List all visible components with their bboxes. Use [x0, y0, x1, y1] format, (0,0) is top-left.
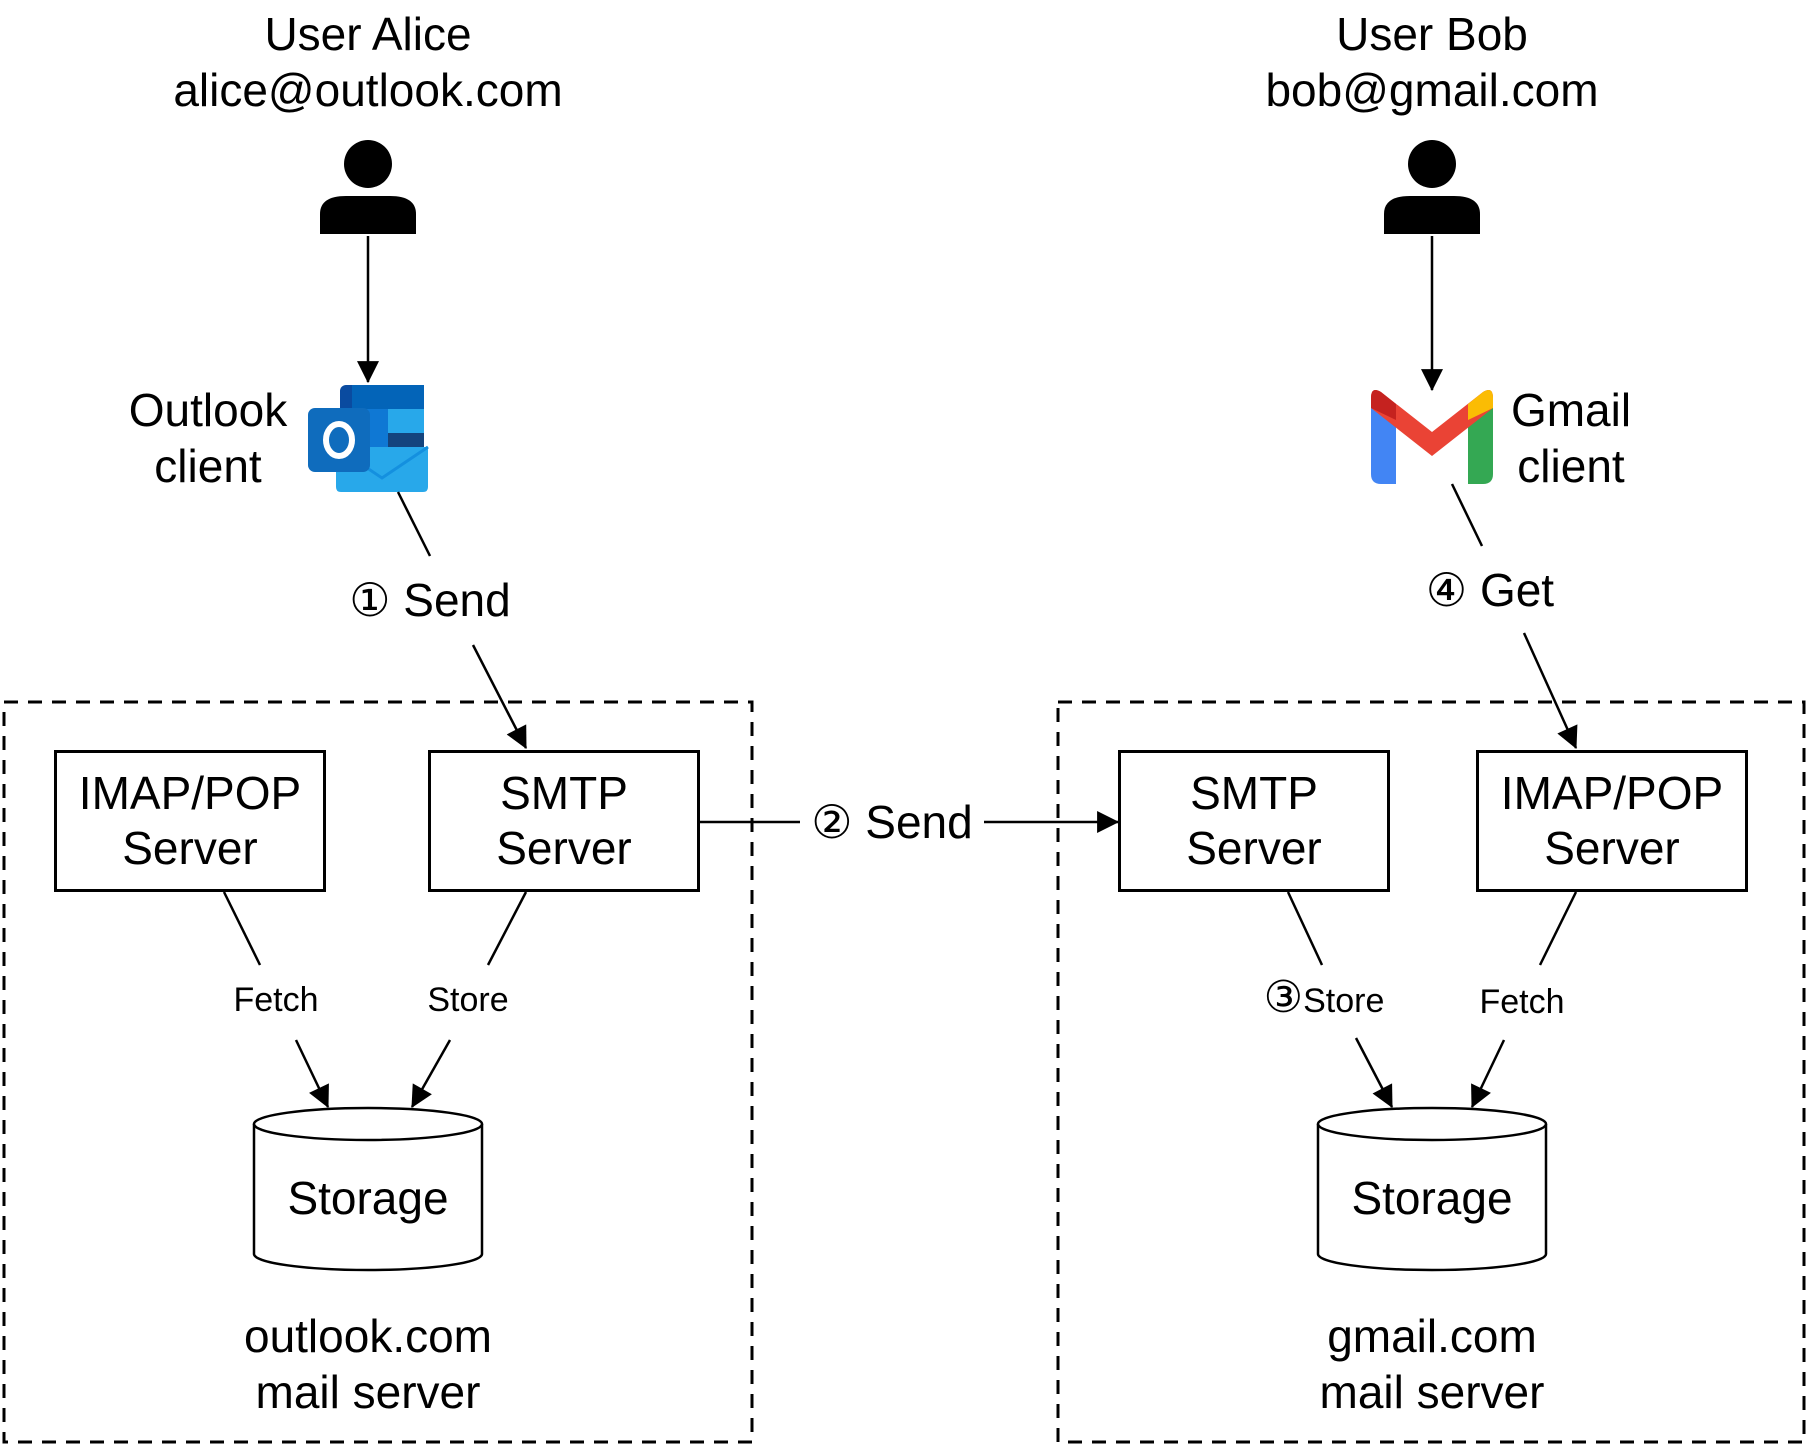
step2-text: Send — [865, 796, 973, 848]
outlook-imap-line1: IMAP/POP — [78, 767, 302, 819]
step1-label: ① Send — [330, 572, 530, 628]
outlook-fetch-label: Fetch — [233, 981, 319, 1019]
outlook-logo-icon — [308, 385, 429, 492]
gmail-smtp-store-line — [1286, 891, 1324, 966]
gmail-to-get-line — [1450, 483, 1484, 547]
outlook-storage-cylinder — [252, 1106, 484, 1272]
outlook-store-storage-arrow — [410, 1039, 452, 1108]
gmail-fetch-label: Fetch — [1479, 983, 1565, 1021]
step3-label: ③Store — [1234, 976, 1414, 1021]
gmail-imap-fetch-line — [1538, 891, 1578, 966]
outlook-smtp-line2: Server — [496, 822, 632, 874]
gmail-server-boundary — [1056, 700, 1806, 1444]
outlook-smtp-line1: SMTP — [500, 767, 628, 819]
send-to-smtp-arrow — [471, 644, 528, 749]
gmail-imap-line2: Server — [1544, 822, 1680, 874]
gmail-imap-line1: IMAP/POP — [1500, 767, 1724, 819]
step1-number: ① — [349, 574, 391, 626]
gmail-server-caption-line1: gmail.com — [1327, 1310, 1537, 1362]
alice-name: User Alice — [264, 8, 472, 60]
outlook-imap-fetch-line — [222, 891, 262, 966]
gmail-storage-cylinder — [1316, 1106, 1548, 1272]
outlook-client-label-line2: client — [154, 440, 262, 492]
step4-text: Get — [1479, 564, 1555, 616]
get-to-imap-arrow — [1522, 632, 1578, 750]
outlook-smtp-server: SMTP Server — [428, 750, 700, 892]
outlook-smtp-store-line — [486, 891, 528, 966]
outlook-store-label: Store — [427, 981, 509, 1019]
outlook-imap-pop-server: IMAP/POP Server — [54, 750, 326, 892]
gmail-server-caption-line2: mail server — [1319, 1366, 1545, 1418]
outlook-client-label-line1: Outlook — [128, 384, 288, 436]
outlook-server-caption-line2: mail server — [255, 1366, 481, 1418]
bob-name: User Bob — [1336, 8, 1528, 60]
gmail-client-label-line2: client — [1517, 440, 1625, 492]
gmail-imap-pop-server: IMAP/POP Server — [1476, 750, 1748, 892]
step4-number: ④ — [1425, 564, 1468, 616]
gmail-storage-label: Storage — [1351, 1172, 1513, 1224]
gmail-smtp-line2: Server — [1186, 822, 1322, 874]
gmail-logo-icon — [1371, 390, 1493, 484]
step1-text: Send — [403, 574, 511, 626]
gmail-fetch-storage-arrow — [1470, 1039, 1506, 1108]
outlook-storage-label: Storage — [287, 1172, 449, 1224]
outlook-fetch-storage-arrow — [294, 1039, 330, 1108]
alice-user-icon — [320, 140, 416, 234]
bob-user-icon — [1384, 140, 1480, 234]
step2-number: ② — [811, 796, 853, 848]
gmail-smtp-server: SMTP Server — [1118, 750, 1390, 892]
gmail-smtp-line1: SMTP — [1190, 767, 1318, 819]
gmail-client-label-line1: Gmail — [1510, 384, 1632, 436]
outlook-to-send-line — [396, 491, 432, 557]
step2-label: ② Send — [800, 794, 984, 850]
outlook-server-boundary — [2, 700, 754, 1444]
step3-number: ③ — [1263, 973, 1304, 1022]
step4-label: ④ Get — [1400, 562, 1580, 618]
outlook-server-caption-line1: outlook.com — [243, 1310, 492, 1362]
gmail-store-storage-arrow — [1354, 1037, 1394, 1108]
alice-email: alice@outlook.com — [173, 64, 563, 116]
bob-email: bob@gmail.com — [1265, 64, 1599, 116]
outlook-imap-line2: Server — [122, 822, 258, 874]
step3-text: Store — [1303, 982, 1385, 1020]
